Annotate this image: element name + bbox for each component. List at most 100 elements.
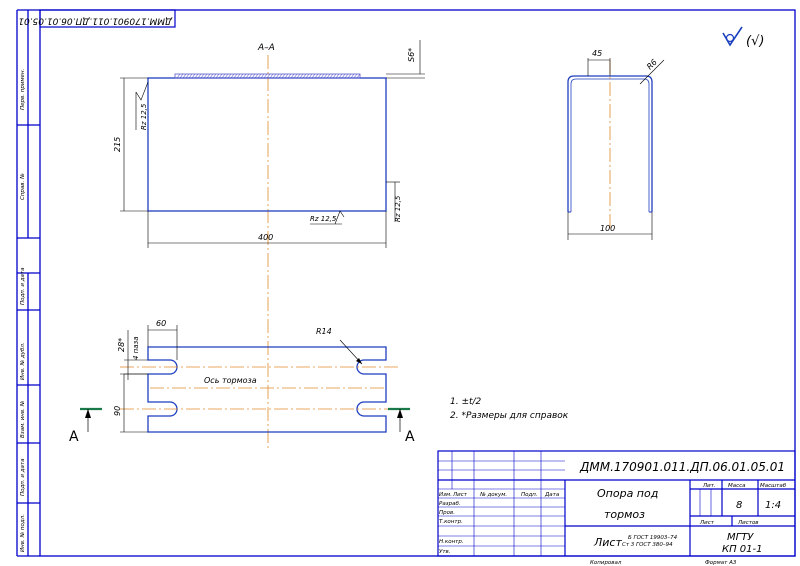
hatch-line — [245, 73, 250, 79]
group: КП 01-1 — [722, 544, 763, 555]
dim-angle: 28* — [117, 338, 126, 352]
hatch-line — [242, 73, 247, 79]
rotated-stamp: ДММ.170901.011.ДП.06.01.05.01 — [18, 9, 176, 28]
cut-mark-left: А — [69, 407, 102, 445]
dim-flange: 45 — [592, 49, 602, 58]
hatch-line — [248, 73, 253, 79]
bottom-right-text: Формат А3 — [705, 560, 737, 566]
side-view: 45 R6 100 — [567, 49, 665, 240]
hatch-line — [266, 73, 271, 79]
roughness-value: (√) — [746, 34, 764, 49]
hatch-line — [356, 73, 361, 79]
hatch-line — [179, 73, 184, 79]
svg-text:Rz 12,5: Rz 12,5 — [140, 103, 148, 130]
hatch-line — [305, 73, 310, 79]
hatch-line — [230, 73, 235, 79]
side-label-4: Инв. № дубл. — [20, 342, 26, 380]
hatch-line — [227, 73, 232, 79]
hatch-line — [191, 73, 196, 79]
part-name-line-1: Опора под — [597, 487, 658, 500]
hatch-line — [269, 73, 274, 79]
hatch-line — [257, 73, 262, 79]
hatch-line — [338, 73, 343, 79]
section-view: А–А S6* 215 400 Rz 12,5 Rz 12,5 — [113, 40, 425, 450]
hatch-line — [320, 73, 325, 79]
side-label-1: Перв. примен. — [20, 68, 26, 110]
role-razrab: Разраб. — [439, 501, 461, 507]
hatch-line — [233, 73, 238, 79]
svg-text:Rz 12,5: Rz 12,5 — [394, 195, 402, 222]
general-roughness-mark: (√) — [722, 26, 764, 49]
hatch-line — [326, 73, 331, 79]
brake-axis-label: Ось тормоза — [204, 376, 257, 385]
hatch-line — [176, 73, 181, 79]
hatch-line — [236, 73, 241, 79]
header-scale: Масштаб — [760, 483, 787, 489]
bottom-left-text: Копировал — [590, 560, 622, 566]
side-label-5: Взам. инв. № — [20, 400, 26, 438]
hatch-line — [206, 73, 211, 79]
hatch-line — [215, 73, 220, 79]
hatch-line — [290, 73, 295, 79]
hatch-line — [350, 73, 355, 79]
title-doc-number: ДММ.170901.011.ДП.06.01.05.01 — [579, 460, 785, 474]
hatch-line — [260, 73, 265, 79]
hatch-line — [347, 73, 352, 79]
rev-col-sign: Подп. — [521, 492, 538, 498]
technical-notes: 1. ±t/2 2. *Размеры для справок — [450, 397, 569, 421]
title-block: ДММ.170901.011.ДП.06.01.05.01 Изм. Лист … — [437, 450, 796, 566]
hatch-line — [212, 73, 217, 79]
role-utv: Утв. — [439, 549, 451, 555]
note-1: 1. ±t/2 — [450, 397, 482, 407]
dim-radius-side: R6 — [645, 58, 659, 72]
hatch-line — [203, 73, 208, 79]
hatch-line — [335, 73, 340, 79]
hatch-line — [218, 73, 223, 79]
header-lit: Лит. — [702, 483, 716, 489]
side-label-7: Инв. № подл. — [20, 514, 26, 552]
side-label-3: Подп. и дата — [20, 267, 26, 305]
scale-value: 1:4 — [765, 500, 781, 511]
hatch-line — [281, 73, 286, 79]
dim-radius-plan: R14 — [316, 327, 332, 336]
side-strip-labels: Перв. примен. Справ. № Подп. и дата Инв.… — [20, 68, 26, 552]
hatch-line — [302, 73, 307, 79]
sheet-frame — [16, 9, 796, 557]
hatch-line — [284, 73, 289, 79]
hatch-line — [200, 73, 205, 79]
dim-height: 215 — [113, 137, 122, 152]
hatch-line — [188, 73, 193, 79]
section-hatch — [174, 73, 361, 79]
hatch-line — [341, 73, 346, 79]
part-name-line-2: тормоз — [604, 508, 645, 521]
hatch-line — [209, 73, 214, 79]
side-label-6: Подп. и дата — [20, 458, 26, 496]
side-label-2: Справ. № — [20, 173, 26, 200]
hatch-line — [299, 73, 304, 79]
hatch-line — [353, 73, 358, 79]
plan-outline — [147, 346, 387, 433]
hatch-line — [332, 73, 337, 79]
rough-right: Rz 12,5 — [386, 181, 402, 222]
hatch-line — [197, 73, 202, 79]
section-plate — [147, 77, 387, 212]
hatch-line — [194, 73, 199, 79]
hatch-line — [344, 73, 349, 79]
hatch-line — [308, 73, 313, 79]
rev-col-doc: № докум. — [479, 492, 507, 498]
hatch-line — [224, 73, 229, 79]
material-std-1: Б ГОСТ 19903–74 — [628, 535, 678, 541]
hatch-line — [296, 73, 301, 79]
hatch-line — [317, 73, 322, 79]
rev-col-list: Лист — [452, 492, 468, 498]
section-label: А–А — [257, 43, 275, 53]
hatch-line — [275, 73, 280, 79]
dim-spacing: 90 — [113, 406, 122, 416]
hatch-line — [182, 73, 187, 79]
hatch-line — [272, 73, 277, 79]
cut-mark-right: А — [388, 407, 415, 445]
material-std-2: Ст 3 ГОСТ 380–94 — [622, 542, 673, 548]
svg-text:Rz 12,5: Rz 12,5 — [310, 215, 337, 223]
hatch-line — [278, 73, 283, 79]
